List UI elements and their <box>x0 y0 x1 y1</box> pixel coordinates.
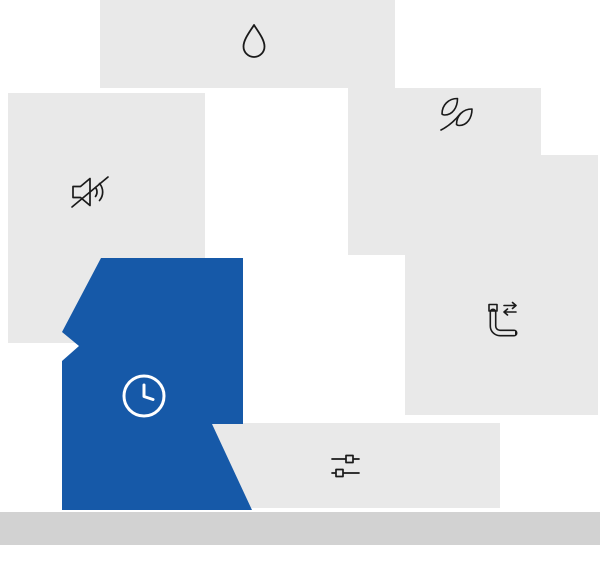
water-tile[interactable] <box>100 0 395 88</box>
water-drop-icon <box>242 24 266 58</box>
leaf-icon <box>440 97 473 131</box>
accent-polygon[interactable] <box>62 258 252 510</box>
hose-swap-icon <box>488 301 518 337</box>
settings-tile[interactable] <box>210 423 500 508</box>
bottom-bar <box>0 512 600 545</box>
speaker-muted-icon <box>71 176 109 208</box>
sliders-icon <box>331 454 360 478</box>
hose-tile[interactable] <box>405 155 598 415</box>
clock-icon <box>122 374 166 418</box>
